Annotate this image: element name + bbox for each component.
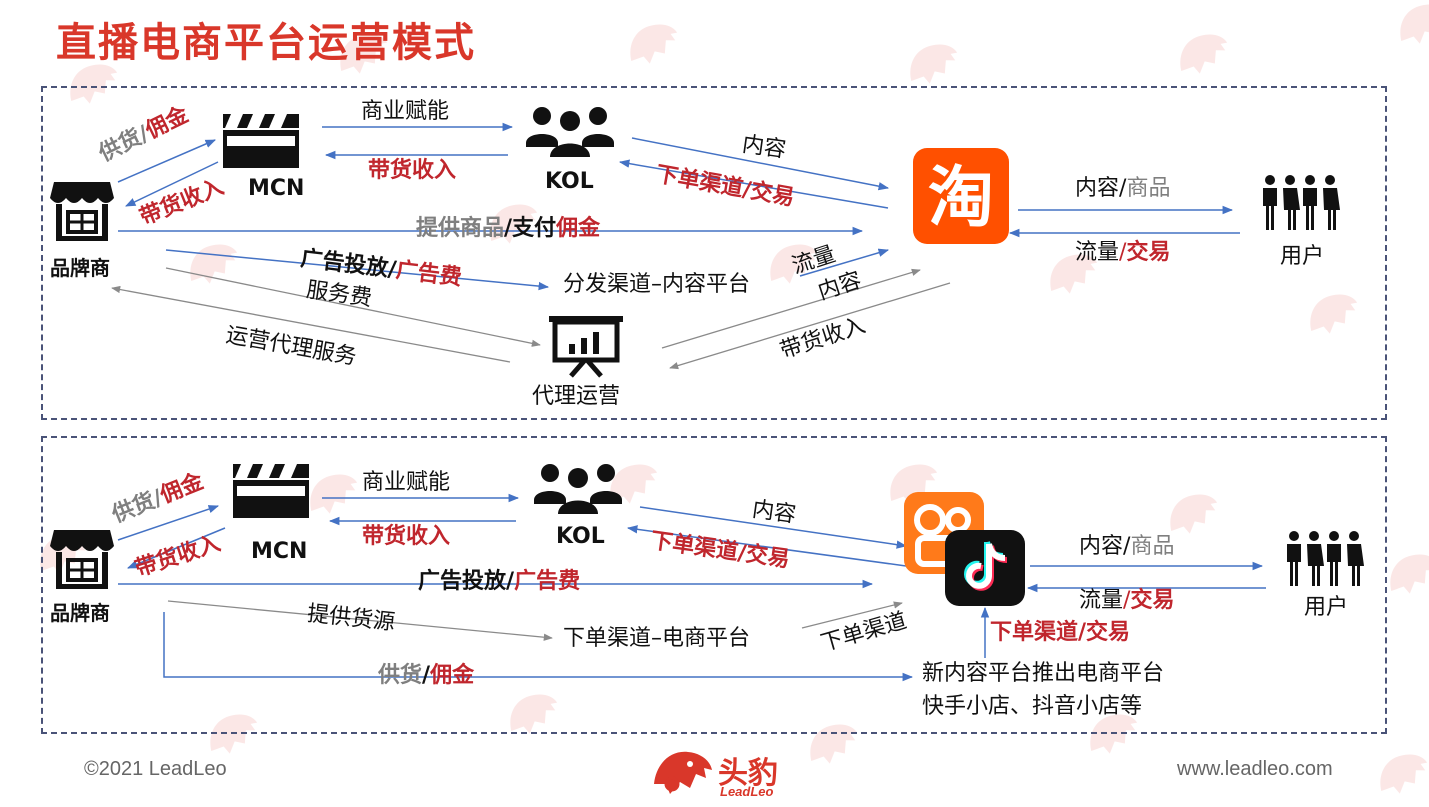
arrow-brand-to-mcn (117, 139, 216, 183)
arrow-brand-to-agency (165, 267, 541, 347)
watermark-leopard (1050, 254, 1098, 294)
label-traffic-transaction: 流量/交易 (1075, 240, 1171, 265)
watermark-leopard (1170, 494, 1218, 534)
watermark-leopard (210, 714, 258, 754)
label-traffic-transaction-2: 流量/交易 (1079, 588, 1175, 613)
node-brand: 品牌商 (50, 256, 110, 280)
arrow-brand-to-ecommerce (167, 600, 553, 641)
label-content-goods: 内容/商品 (1075, 176, 1171, 201)
leopard-logo-icon (654, 751, 712, 794)
watermark-leopard (810, 724, 858, 764)
footer-url: www.leadleo.com (1177, 758, 1333, 780)
watermark-leopard (340, 34, 388, 74)
page-title: 直播电商平台运营模式 (56, 20, 476, 66)
arrow-kol-to-kuaishou (639, 506, 908, 549)
watermark-leopard (310, 474, 358, 514)
label-content-kol: 内容 (740, 132, 788, 163)
people-group-icon (534, 464, 622, 514)
watermark-leopard (1390, 554, 1429, 594)
label-ad-fee-2: 广告投放/广告费 (418, 569, 581, 594)
node-kol: KOL (545, 169, 594, 194)
node-new-platform-line2: 快手小店、抖音小店等 (922, 694, 1143, 719)
node-distribution: 分发渠道–内容平台 (563, 272, 751, 297)
node-agency: 代理运营 (532, 384, 621, 409)
watermark-leopard (630, 24, 678, 64)
clapperboard-icon (233, 464, 309, 518)
node-user: 用户 (1280, 244, 1325, 269)
presentation-board-icon (549, 316, 623, 378)
node-user-2: 用户 (1304, 595, 1349, 620)
top-panel (41, 86, 1387, 420)
bottom-panel (41, 436, 1387, 734)
arrow-ecommerce-to-platform (801, 601, 903, 629)
arrow-brand-to-distribution (165, 249, 550, 291)
watermark-leopard (1380, 754, 1428, 794)
taobao-icon: 淘 (913, 148, 1009, 244)
watermark-leopard (1090, 714, 1138, 754)
watermark-leopard (910, 44, 958, 84)
watermark-leopard (190, 244, 238, 284)
arrow-mcn-to-brand-2 (127, 527, 226, 569)
label-sales-income-mcn-2: 带货收入 (362, 524, 451, 549)
footer-logo-en: LeadLeo (720, 784, 774, 799)
arrow-distribution-to-taobao (799, 248, 890, 277)
node-mcn-2: MCN (251, 539, 308, 564)
arrow-brand-supply-long (163, 612, 914, 682)
douyin-icon (945, 530, 1025, 606)
node-mcn: MCN (248, 176, 305, 201)
watermark-leopard (1310, 294, 1358, 334)
clapperboard-icon (223, 114, 299, 168)
footer-copyright: ©2021 LeadLeo (84, 758, 227, 780)
label-content-goods-2: 内容/商品 (1079, 534, 1175, 559)
storefront-icon (50, 182, 114, 241)
watermark-leopard (510, 694, 558, 734)
watermark-leopard (70, 64, 118, 104)
arrow-kol-to-taobao (631, 137, 890, 191)
footer-logo-cn: 头豹 (718, 756, 778, 791)
label-order-channel-up: 下单渠道/交易 (990, 620, 1131, 645)
users-icon (1287, 531, 1364, 586)
node-brand-2: 品牌商 (50, 601, 110, 625)
arrow-brand-to-mcn-2 (117, 505, 219, 541)
label-provide-goods-pay: 提供商品/支付佣金 (416, 216, 601, 241)
node-ecommerce: 下单渠道–电商平台 (563, 626, 751, 651)
storefront-icon (50, 530, 114, 589)
people-group-icon (526, 107, 614, 157)
watermark-leopard (890, 464, 938, 504)
watermark-leopard (490, 204, 538, 244)
arrow-agency-to-brand (111, 285, 511, 363)
users-icon (1263, 175, 1340, 230)
arrow-taobao-to-kol (618, 159, 889, 209)
watermark-leopard (1180, 34, 1228, 74)
arrow-kuaishou-to-kol (626, 525, 907, 567)
label-business-empower-2: 商业赋能 (362, 470, 451, 495)
node-new-platform-line1: 新内容平台推出电商平台 (922, 661, 1165, 686)
watermark-leopard (1400, 4, 1429, 44)
label-supply-long: 供货/佣金 (378, 663, 475, 688)
arrow-mcn-to-brand (125, 161, 219, 207)
arrow-taobao-to-agency (669, 282, 951, 370)
watermark-leopard (770, 244, 818, 284)
watermark-leopard (610, 464, 658, 504)
label-sales-income-mcn: 带货收入 (368, 158, 457, 183)
arrow-agency-to-taobao (661, 268, 921, 349)
label-content-kol-2: 内容 (750, 497, 798, 528)
node-kol-2: KOL (556, 524, 605, 549)
label-business-empower: 商业赋能 (361, 99, 450, 124)
svg-text:淘: 淘 (928, 159, 994, 236)
